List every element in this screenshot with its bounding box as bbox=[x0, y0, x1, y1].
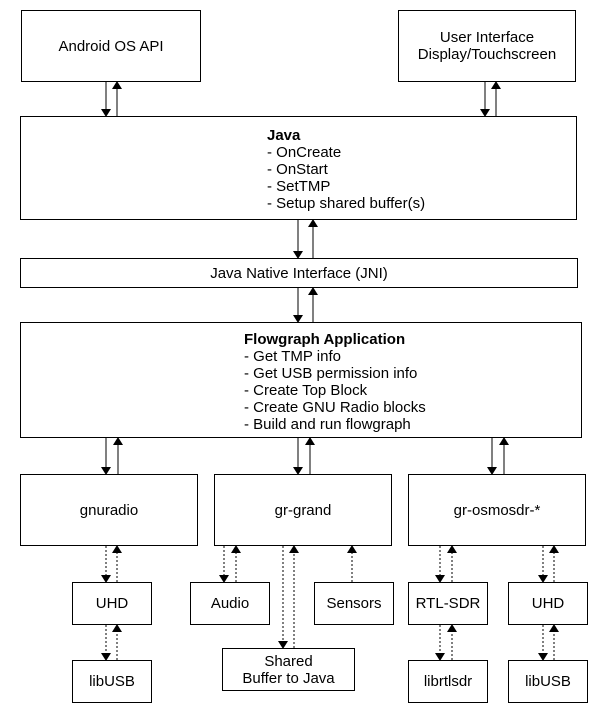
gr-osmosdr-box: gr-osmosdr-* bbox=[408, 474, 586, 546]
librtlsdr-box: librtlsdr bbox=[408, 660, 488, 703]
libusb-right-label: libUSB bbox=[525, 673, 571, 690]
uhd-left-label: UHD bbox=[95, 595, 129, 612]
flowgraph-item: - Create Top Block bbox=[244, 382, 368, 399]
flowgraph-item: - Get TMP info bbox=[244, 348, 341, 365]
flowgraph-title: Flowgraph Application bbox=[244, 331, 406, 348]
flowgraph-item: - Get USB permission info bbox=[244, 365, 418, 382]
libusb-left-label: libUSB bbox=[89, 673, 135, 690]
shared-buffer-box: Shared Buffer to Java bbox=[222, 648, 355, 691]
librtlsdr-label: librtlsdr bbox=[423, 673, 473, 690]
libusb-right-box: libUSB bbox=[508, 660, 588, 703]
gr-grand-box: gr-grand bbox=[214, 474, 392, 546]
gnuradio-box: gnuradio bbox=[20, 474, 198, 546]
user-interface-line1: User Interface bbox=[439, 29, 535, 46]
flowgraph-item: - Build and run flowgraph bbox=[244, 416, 411, 433]
gr-grand-label: gr-grand bbox=[274, 501, 332, 519]
uhd-right-box: UHD bbox=[508, 582, 588, 625]
shared-buffer-line1: Shared bbox=[264, 652, 313, 670]
android-os-api-label: Android OS API bbox=[58, 37, 164, 55]
audio-box: Audio bbox=[190, 582, 270, 625]
uhd-left-box: UHD bbox=[72, 582, 152, 625]
gr-osmosdr-label: gr-osmosdr-* bbox=[453, 501, 541, 519]
sensors-box: Sensors bbox=[314, 582, 394, 625]
rtl-sdr-box: RTL-SDR bbox=[408, 582, 488, 625]
java-item: - SetTMP bbox=[267, 178, 331, 195]
jni-box: Java Native Interface (JNI) bbox=[20, 258, 578, 288]
flowgraph-application-box: Flowgraph Application - Get TMP info - G… bbox=[20, 322, 582, 438]
flowgraph-item: - Create GNU Radio blocks bbox=[244, 399, 426, 416]
java-item: - Setup shared buffer(s) bbox=[267, 195, 426, 212]
jni-label: Java Native Interface (JNI) bbox=[210, 264, 388, 282]
user-interface-line2: Display/Touchscreen bbox=[417, 46, 557, 63]
audio-label: Audio bbox=[210, 595, 250, 612]
shared-buffer-line2: Buffer to Java bbox=[242, 669, 335, 687]
java-item: - OnCreate bbox=[267, 144, 342, 161]
libusb-left-box: libUSB bbox=[72, 660, 152, 703]
user-interface-box: User Interface Display/Touchscreen bbox=[398, 10, 576, 82]
android-os-api-box: Android OS API bbox=[21, 10, 201, 82]
gnuradio-label: gnuradio bbox=[79, 501, 139, 519]
java-box: Java - OnCreate - OnStart - SetTMP - Set… bbox=[20, 116, 577, 220]
java-item: - OnStart bbox=[267, 161, 328, 178]
sensors-label: Sensors bbox=[326, 595, 382, 612]
rtl-sdr-label: RTL-SDR bbox=[415, 595, 481, 612]
java-title: Java bbox=[267, 127, 301, 144]
uhd-right-label: UHD bbox=[531, 595, 565, 612]
